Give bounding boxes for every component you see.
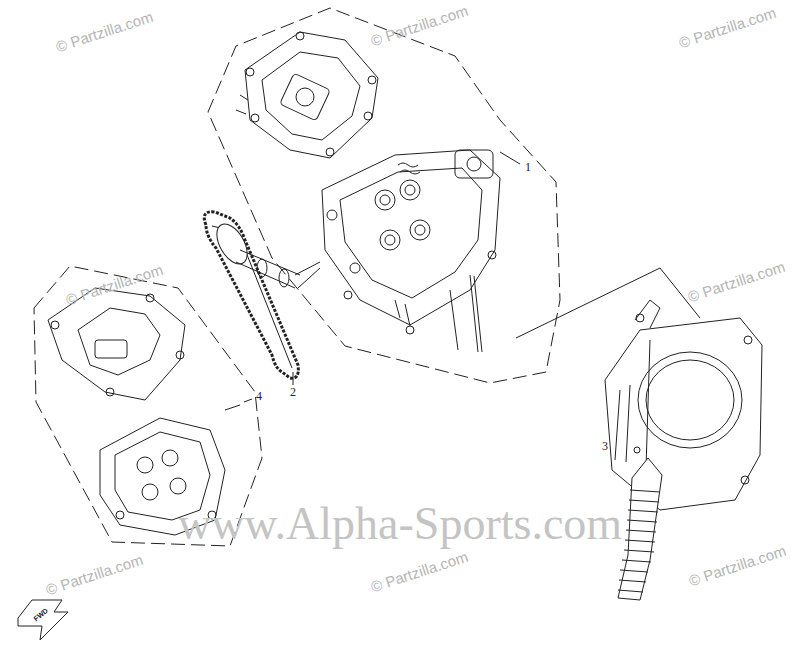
watermark: www.Alpha-Sports.com	[178, 499, 622, 550]
cam-chain	[204, 212, 298, 378]
camshaft	[211, 219, 320, 288]
valve-cover	[236, 32, 378, 158]
callout-number: 3	[602, 440, 608, 453]
watermark: © Partzilla.com	[677, 5, 778, 52]
watermark: © Partzilla.com	[44, 552, 145, 599]
leader-line	[500, 152, 520, 164]
leader-line	[244, 399, 252, 402]
group-outline	[208, 8, 560, 383]
leader-line	[225, 405, 240, 410]
cylinder-head	[322, 150, 500, 352]
watermark: © Partzilla.com	[687, 543, 788, 590]
watermark: © Partzilla.com	[686, 259, 787, 306]
callout-number: 2	[290, 386, 296, 399]
callout-number: 1	[525, 161, 531, 174]
callout-number: 4	[256, 390, 262, 403]
fwd-arrow	[18, 600, 68, 640]
watermark: © Partzilla.com	[369, 549, 470, 596]
watermark: © Partzilla.com	[54, 9, 155, 56]
cylinder	[605, 300, 762, 600]
